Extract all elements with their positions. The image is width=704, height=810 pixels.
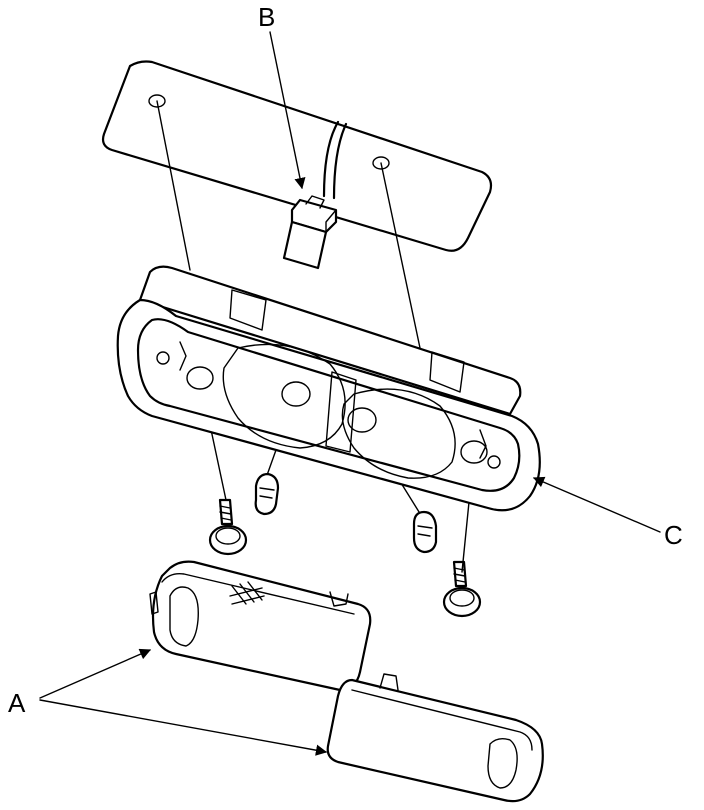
bulb-right — [412, 510, 438, 554]
housing-stud-right — [487, 455, 501, 469]
bulb-left — [254, 472, 280, 516]
callout-a: A — [8, 688, 26, 718]
light-housing — [116, 265, 541, 512]
leader-a-upper — [39, 648, 152, 699]
roof-panel — [101, 60, 493, 252]
bulb-socket-right — [347, 407, 377, 433]
callout-c: C — [664, 520, 683, 550]
screw-left — [208, 498, 248, 556]
leader-b — [269, 31, 306, 190]
lens-upper — [149, 560, 372, 692]
housing-stud-left — [156, 351, 170, 365]
screw-boss-left — [186, 366, 214, 390]
wire-harness-connector — [282, 120, 348, 270]
bulb-socket-left — [281, 381, 311, 407]
screw-boss-right — [460, 440, 488, 464]
screw-right — [442, 560, 482, 618]
callout-b: B — [258, 2, 275, 32]
panel-mount-hole-left — [148, 94, 166, 108]
leader-a-lower — [39, 699, 328, 756]
panel-mount-hole-right — [372, 156, 390, 170]
leader-lines — [39, 31, 661, 756]
leader-c — [532, 476, 661, 533]
lens-lower — [326, 673, 544, 803]
